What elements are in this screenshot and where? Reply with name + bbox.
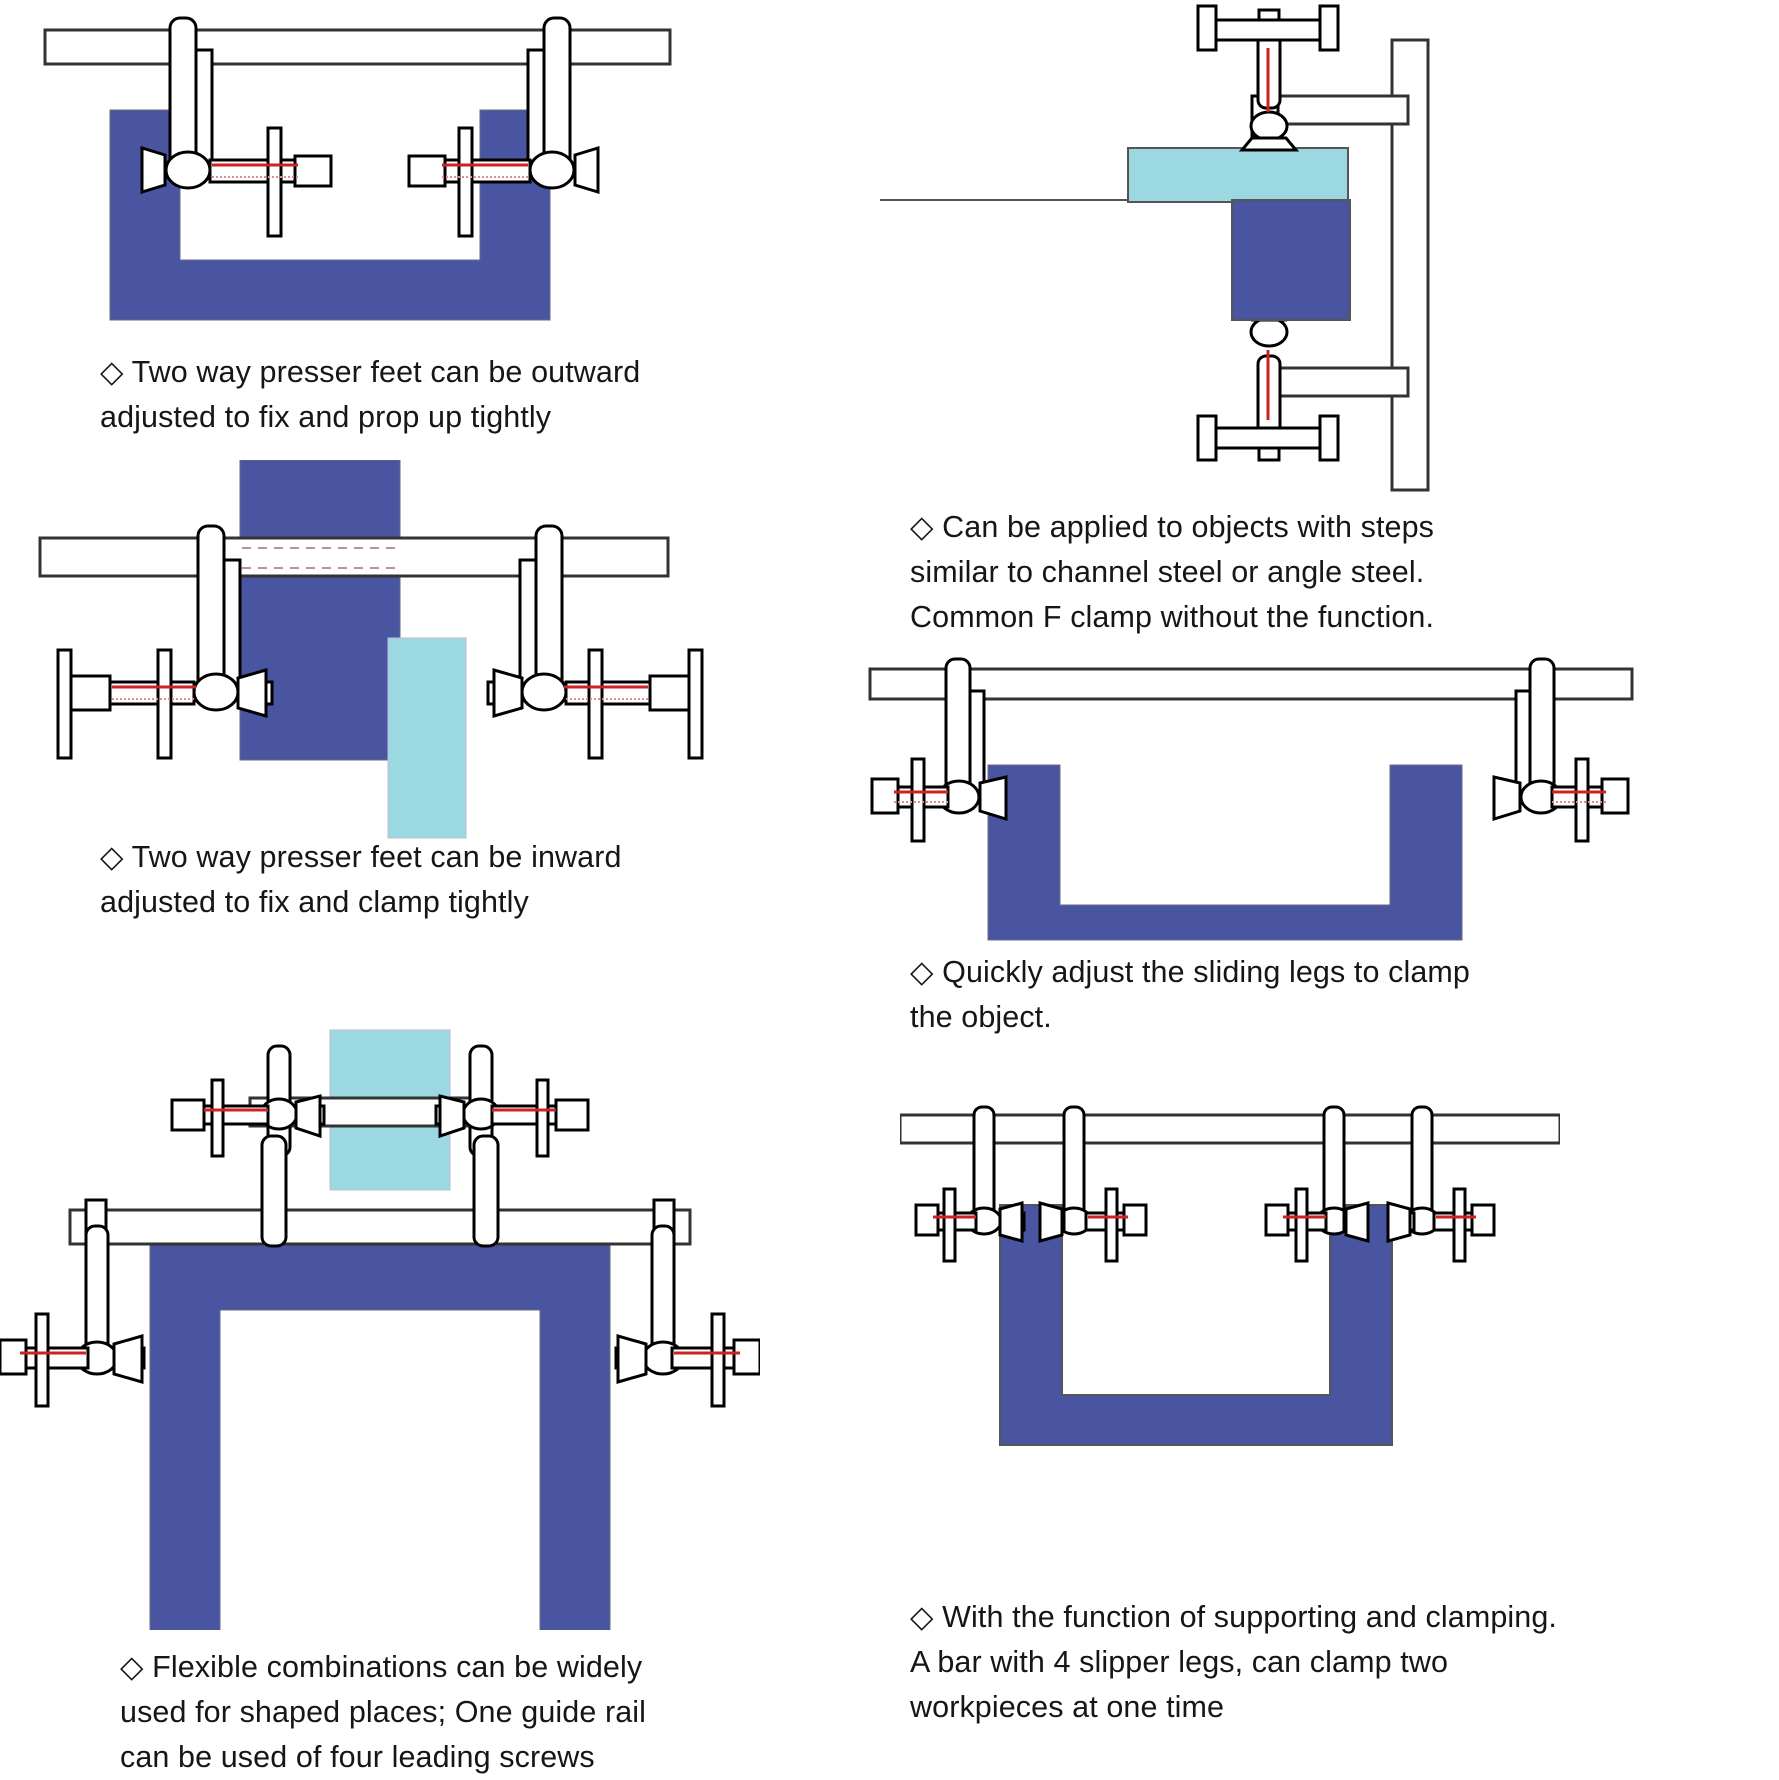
u-channel-outward-clamp-diagram (30, 10, 710, 330)
panel-sliding-legs: ◇ Quickly adjust the sliding legs to cla… (868, 655, 1670, 1115)
inward-clamp-diagram (30, 460, 730, 860)
panel-caption-two-way-inward: ◇ Two way presser feet can be inward adj… (100, 840, 622, 919)
panel-caption-sliding-legs: ◇ Quickly adjust the sliding legs to cla… (910, 955, 1470, 1034)
panel-flexible-combination: ◇ Flexible combinations can be widely us… (0, 1000, 790, 1780)
panel-caption-two-way-outward: ◇ Two way presser feet can be outward ad… (100, 355, 641, 434)
stepped-object-clamp-diagram (880, 0, 1460, 500)
panel-caption-stepped-objects: ◇ Can be applied to objects with steps s… (910, 510, 1435, 634)
sliding-legs-clamp-diagram (860, 655, 1640, 945)
panel-two-way-inward: ◇ Two way presser feet can be inward adj… (30, 440, 750, 920)
panel-caption-four-slipper-legs: ◇ With the function of supporting and cl… (910, 1600, 1557, 1724)
panel-caption-flexible-combination: ◇ Flexible combinations can be widely us… (120, 1650, 647, 1774)
panel-stepped-objects: ◇ Can be applied to objects with steps s… (880, 0, 1670, 700)
panel-four-slipper-legs: ◇ With the function of supporting and cl… (890, 1105, 1670, 1775)
four-leading-screw-combination-diagram (0, 1010, 760, 1630)
four-slipper-legs-diagram (900, 1105, 1560, 1525)
panel-two-way-outward: ◇ Two way presser feet can be outward ad… (30, 0, 750, 440)
